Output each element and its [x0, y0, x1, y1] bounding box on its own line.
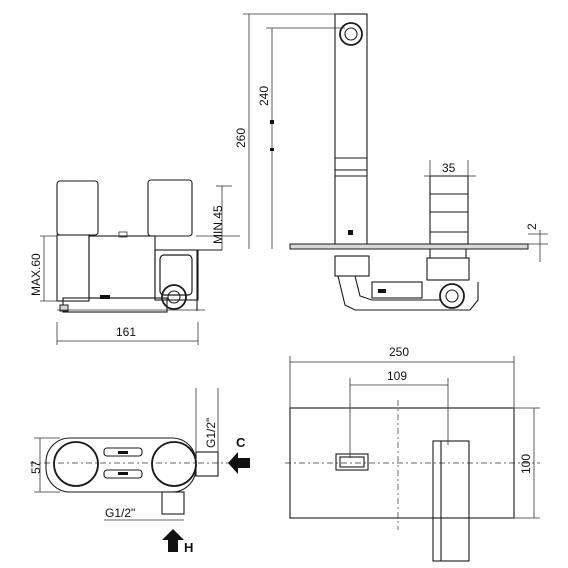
top-right-outlet [151, 441, 197, 487]
plate-handle [432, 440, 470, 562]
top-left-outlet [53, 441, 99, 487]
front-view: MAX.60 MIN.45 161 [29, 179, 240, 345]
wall-plate-side [289, 243, 529, 250]
right-pillar [147, 179, 193, 237]
left-pillar [56, 180, 99, 236]
spout-outlet-circle [339, 22, 363, 46]
dim-g12-top: G1/2" [204, 418, 218, 448]
side-handle [429, 175, 469, 245]
label-c: C [236, 435, 246, 450]
dim-109: 109 [387, 369, 407, 383]
cold-inlet-arrow-icon [228, 452, 250, 474]
spout-bar [334, 13, 368, 247]
dim-57: 57 [29, 460, 43, 474]
dim-g12-bottom: G1/2" [105, 506, 135, 520]
side-handle-base [426, 257, 470, 281]
side-view: 260 240 35 2 [234, 13, 548, 311]
dim-260: 260 [234, 128, 248, 148]
wall-plate [289, 407, 515, 519]
top-side-connector [195, 451, 219, 477]
dim-100: 100 [519, 454, 533, 474]
plate-spout-outlet [335, 453, 369, 471]
top-bottom-connector [161, 491, 185, 515]
front-body-block [88, 235, 156, 299]
label-h: H [184, 540, 193, 555]
dim-35: 35 [442, 161, 456, 175]
dim-161: 161 [116, 325, 136, 339]
dim-240: 240 [257, 86, 271, 106]
dim-250: 250 [389, 345, 409, 359]
dim-max-60: MAX.60 [29, 253, 43, 296]
top-view: 57 G1/2" G1/2" C H [29, 388, 250, 555]
front-connection-circle [161, 284, 187, 310]
plate-view: 250 109 100 [285, 345, 540, 562]
left-pillar-lower [56, 234, 90, 302]
side-spout-base [334, 255, 370, 277]
front-right-body [154, 249, 199, 301]
hot-inlet-arrow-icon [162, 529, 184, 552]
dim-min-45: MIN.45 [211, 205, 225, 244]
side-connection-circle [439, 283, 465, 309]
dim-2: 2 [525, 223, 539, 230]
